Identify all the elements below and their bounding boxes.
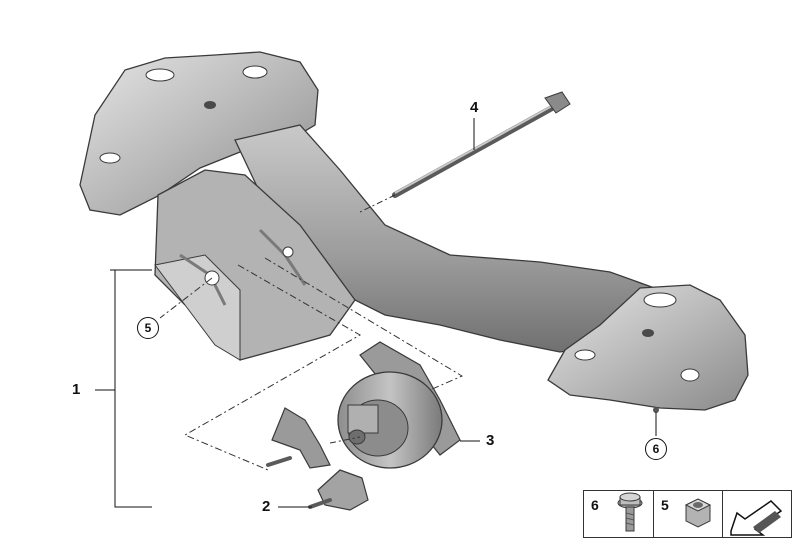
assembly-lines — [159, 257, 464, 471]
legend-item-5: 5 — [653, 490, 723, 538]
long-bolt — [359, 91, 571, 213]
bolt-icon — [617, 492, 643, 532]
callout-1: 1 — [72, 381, 81, 398]
stud-brackets — [266, 407, 369, 511]
legend-item-arrow — [722, 490, 792, 538]
nut-icon — [684, 498, 712, 528]
legend-number-5: 5 — [661, 497, 669, 513]
trailing-arm — [79, 51, 749, 413]
arrow-icon — [730, 500, 783, 536]
legend-item-6: 6 — [583, 490, 654, 538]
callout-3: 3 — [486, 432, 495, 449]
callout-5-circled: 5 — [137, 317, 159, 339]
leader-lines — [95, 118, 657, 508]
rubber-bushing — [337, 341, 461, 469]
callout-6-circled: 6 — [645, 438, 667, 460]
callout-2: 2 — [262, 498, 271, 515]
callout-4: 4 — [470, 99, 479, 116]
legend-number-6: 6 — [591, 497, 599, 513]
